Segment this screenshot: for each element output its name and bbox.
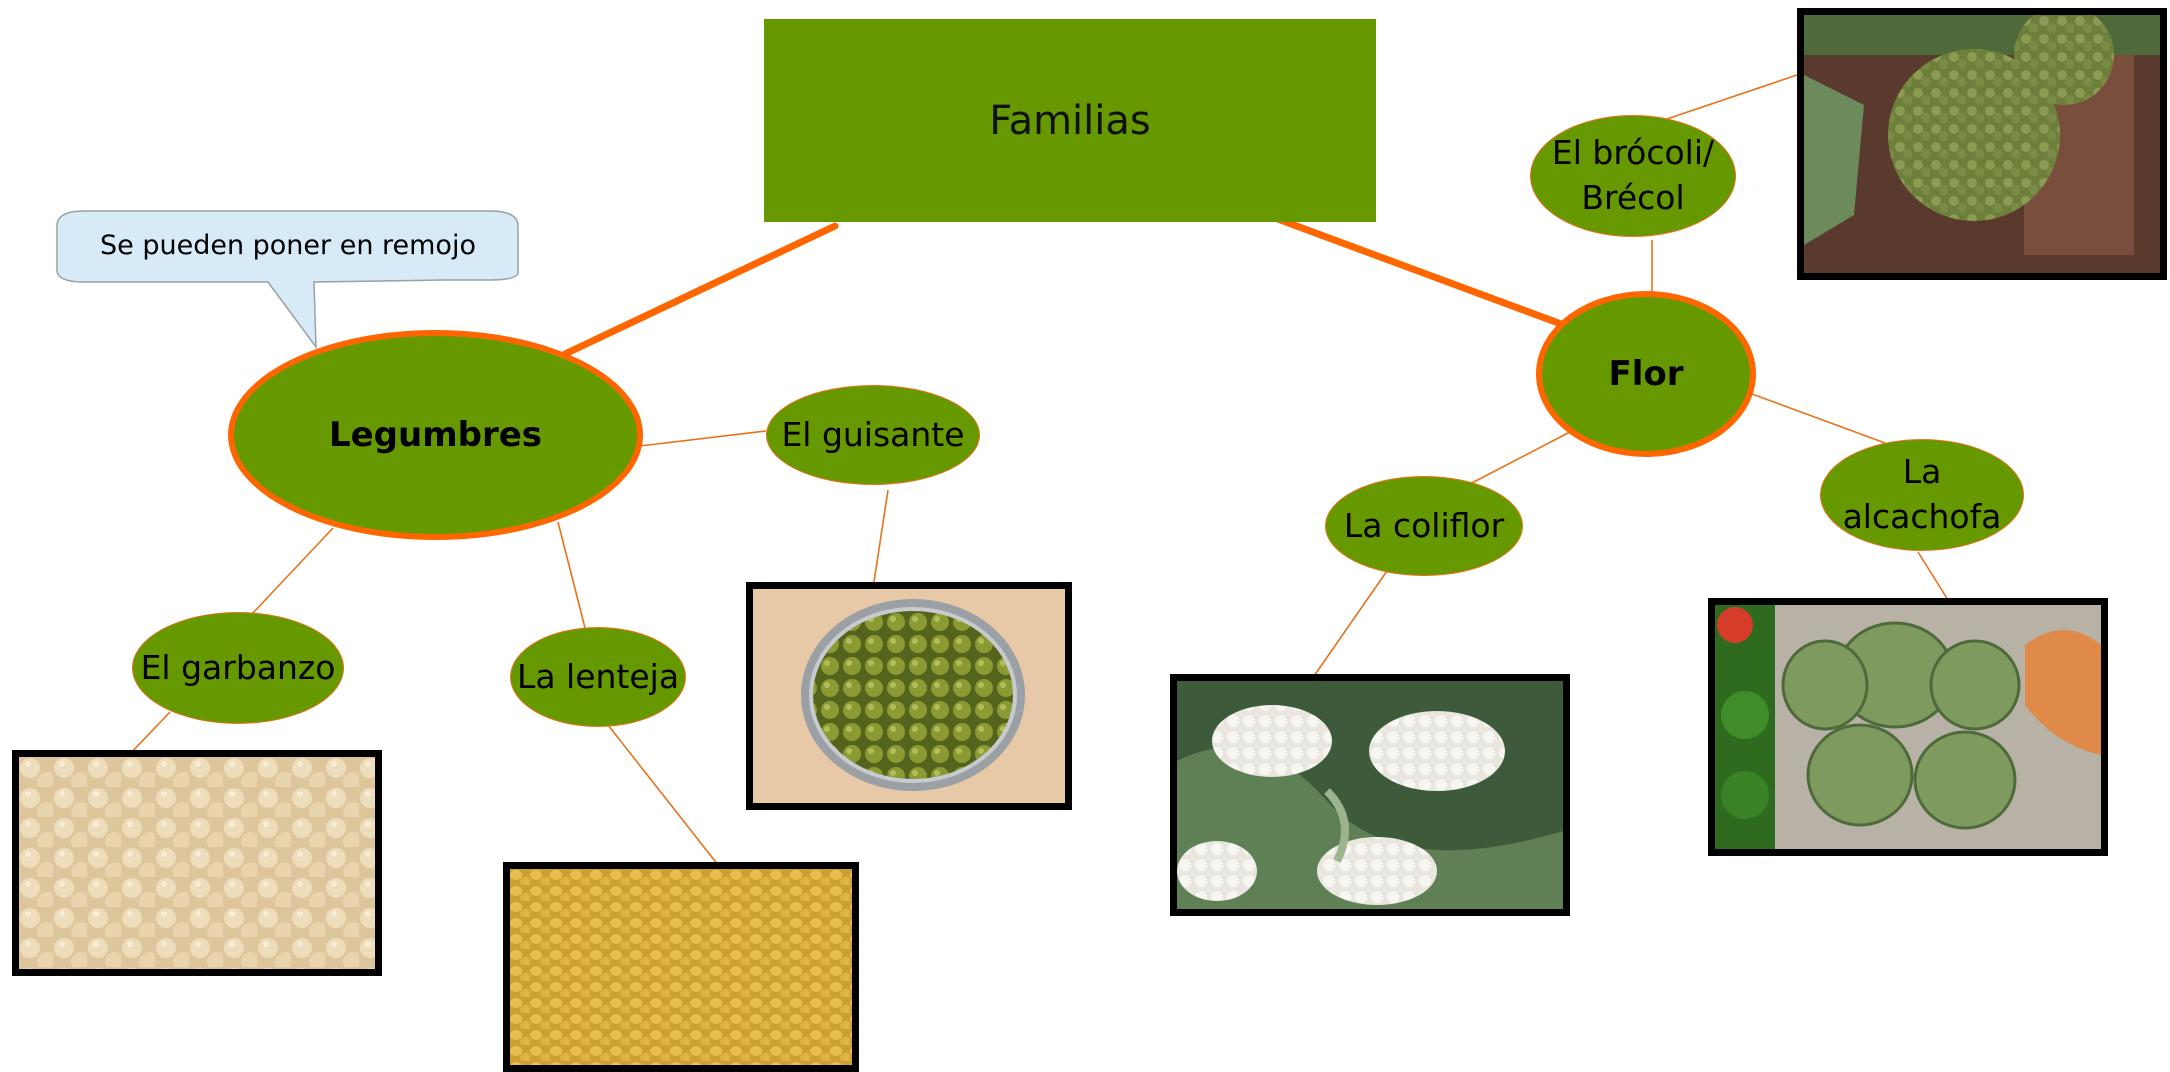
brocoli-label-line1: El brócoli/: [1552, 131, 1714, 176]
callout-text: Se pueden poner en remojo: [56, 230, 520, 261]
connector-legumbres-lenteja: [558, 522, 585, 628]
cauliflower-photo: [1170, 674, 1570, 916]
node-la-lenteja[interactable]: La lenteja: [510, 627, 686, 727]
node-legumbres[interactable]: Legumbres: [228, 330, 643, 540]
node-flor[interactable]: Flor: [1536, 291, 1756, 457]
node-el-brocoli[interactable]: El brócoli/ Brécol: [1530, 115, 1736, 237]
flor-label: Flor: [1608, 354, 1683, 394]
connector-legumbres-garbanzo: [252, 528, 333, 614]
connector-legumbres-guisante: [640, 431, 766, 446]
guisante-label: El guisante: [781, 413, 964, 458]
connector-root-flor: [1275, 218, 1572, 328]
connector-flor-coliflor: [1468, 432, 1570, 485]
connector-alcachofa-photo: [1918, 552, 1948, 600]
root-node-familias[interactable]: Familias: [764, 19, 1376, 222]
connector-lenteja-photo: [608, 725, 722, 870]
connector-brocoli-photo: [1658, 74, 1800, 122]
garbanzo-label: El garbanzo: [141, 646, 336, 691]
lentils-photo: [503, 862, 859, 1072]
connector-root-legumbres: [565, 226, 835, 354]
alcachofa-label: La alcachofa: [1821, 450, 2023, 539]
root-label: Familias: [989, 98, 1151, 144]
chickpeas-photo: [12, 750, 382, 976]
artichoke-photo: [1708, 598, 2108, 856]
node-el-garbanzo[interactable]: El garbanzo: [132, 612, 344, 724]
node-la-coliflor[interactable]: La coliflor: [1325, 476, 1523, 576]
node-la-alcachofa[interactable]: La alcachofa: [1820, 439, 2024, 551]
brocoli-label-line2: Brécol: [1552, 176, 1714, 221]
lenteja-label: La lenteja: [517, 655, 679, 700]
coliflor-label: La coliflor: [1344, 504, 1504, 549]
legumbres-label: Legumbres: [329, 415, 542, 455]
connector-flor-alcachofa: [1752, 394, 1885, 443]
node-el-guisante[interactable]: El guisante: [766, 385, 980, 485]
connector-guisante-photo: [874, 490, 888, 582]
peas-jar-photo: [746, 582, 1072, 810]
broccoli-photo: [1797, 8, 2167, 280]
connector-coliflor-photo: [1314, 558, 1396, 676]
